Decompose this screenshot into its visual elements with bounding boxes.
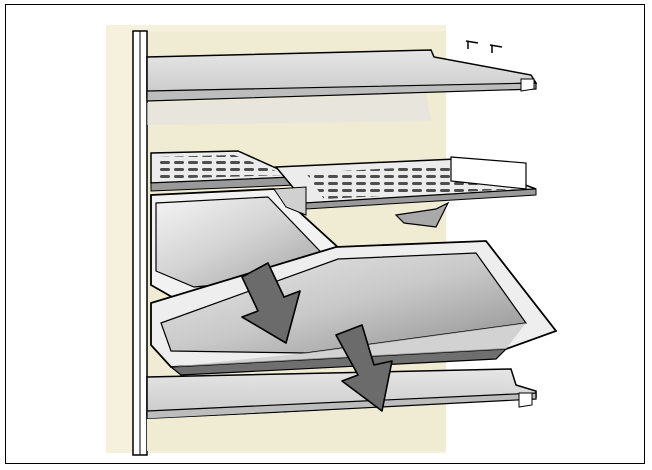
cabinet-side-wall xyxy=(133,31,147,455)
shelf-illustration xyxy=(6,5,646,465)
illustration-frame xyxy=(5,4,645,464)
